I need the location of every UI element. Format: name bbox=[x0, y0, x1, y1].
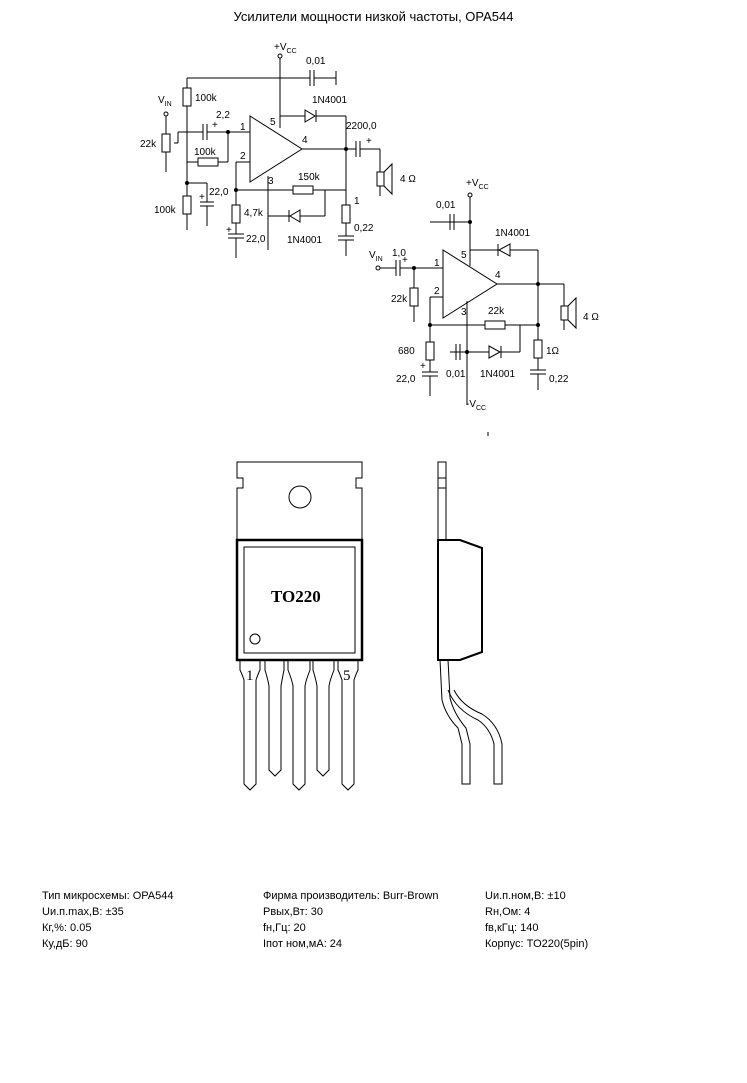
c2-speaker-label: 4 Ω bbox=[583, 312, 599, 323]
c1-pin-1: 1 bbox=[240, 122, 246, 133]
package-pins bbox=[239, 660, 359, 791]
page-title: Усилители мощности низкой частоты, OPA54… bbox=[233, 9, 514, 24]
svg-text:+: + bbox=[420, 361, 426, 372]
c1-r-top-label: 100k bbox=[195, 93, 218, 104]
c1-r-bias-label: 100k bbox=[194, 147, 217, 158]
c1-vcc-label: +VCC bbox=[274, 42, 297, 55]
spec-type: Тип микросхемы: OPA544 bbox=[42, 890, 174, 902]
spec-gain: Ку,дБ: 90 bbox=[42, 938, 88, 950]
svg-text:+: + bbox=[212, 120, 218, 131]
spec-iq: Iпот ном,мА: 24 bbox=[263, 938, 343, 950]
specs-column-3: Uи.п.ном,В: ±10 Rн,Ом: 4 fв,кГц: 140 Кор… bbox=[485, 888, 588, 952]
package-name: TO220 bbox=[271, 587, 321, 606]
c2-vee-label: -VCC bbox=[466, 399, 486, 412]
spec-thd: Кг,%: 0.05 bbox=[42, 922, 92, 934]
c1-pin-5: 5 bbox=[270, 117, 276, 128]
specs-column-2: Фирма производитель: Burr-Brown Pвых,Вт:… bbox=[263, 888, 438, 952]
c1-diode-bottom-label: 1N4001 bbox=[287, 235, 322, 246]
specs-column-1: Тип микросхемы: OPA544 Uи.п.max,В: ±35 К… bbox=[42, 888, 174, 952]
c1-cap-gnd-label: 22,0 bbox=[246, 234, 266, 245]
spec-manufacturer: Фирма производитель: Burr-Brown bbox=[263, 890, 439, 902]
c2-vcc-label: +VCC bbox=[466, 178, 489, 191]
c2-r-gnd-label: 680 bbox=[398, 346, 415, 357]
c2-cap-in-label: 1,0 bbox=[392, 248, 406, 259]
c1-pot-label: 22k bbox=[140, 139, 157, 150]
c2-diode-bottom-label: 1N4001 bbox=[480, 369, 515, 380]
c2-vin-label: VIN bbox=[369, 250, 383, 263]
c1-vin-label: VIN bbox=[158, 95, 172, 108]
svg-text:+: + bbox=[366, 136, 372, 147]
package-pin-last: 5 bbox=[343, 668, 351, 684]
c1-pin-2: 2 bbox=[240, 151, 246, 162]
c1-pin-3: 3 bbox=[268, 176, 274, 187]
circuit-2 bbox=[375, 192, 577, 405]
c1-cap-bias-label: 22,0 bbox=[209, 187, 229, 198]
c1-r-fb-label: 150k bbox=[298, 172, 321, 183]
c2-cap-top-label: 0,01 bbox=[436, 200, 456, 211]
package-side-view bbox=[437, 461, 503, 785]
package-front-view bbox=[235, 461, 364, 662]
c2-r-in-label: 22k bbox=[391, 294, 408, 305]
spec-vnom: Uи.п.ном,В: ±10 bbox=[485, 890, 566, 902]
c1-speaker-label: 4 Ω bbox=[400, 174, 416, 185]
c2-pin-4: 4 bbox=[495, 270, 501, 281]
c2-cap-gnd-label: 22,0 bbox=[396, 374, 416, 385]
c2-diode-top-label: 1N4001 bbox=[495, 228, 530, 239]
c2-r-fb-label: 22k bbox=[488, 306, 505, 317]
c1-diode-top-label: 1N4001 bbox=[312, 95, 347, 106]
c2-cap-bot-label: 0,01 bbox=[446, 369, 466, 380]
c2-pin-2: 2 bbox=[434, 286, 440, 297]
spec-fhigh: fв,кГц: 140 bbox=[485, 922, 539, 934]
c1-cap-zobel-label: 0,22 bbox=[354, 223, 374, 234]
spec-vmax: Uи.п.max,В: ±35 bbox=[42, 906, 124, 918]
c1-cap-in-label: 2,2 bbox=[216, 110, 230, 121]
c2-r-out-label: 1Ω bbox=[546, 346, 560, 357]
spec-package: Корпус: TO220(5pin) bbox=[485, 938, 589, 950]
c1-r-bottom-label: 100k bbox=[154, 205, 177, 216]
circuit-1 bbox=[161, 53, 393, 258]
c1-pin-4: 4 bbox=[302, 135, 308, 146]
c1-r-out-label: 1 bbox=[354, 196, 360, 207]
spec-pout: Pвых,Вт: 30 bbox=[263, 906, 324, 918]
svg-text:+: + bbox=[199, 192, 205, 203]
c2-pin-1: 1 bbox=[434, 258, 440, 269]
c1-r-47k-label: 4,7k bbox=[244, 208, 264, 219]
spec-flow: fн,Гц: 20 bbox=[263, 922, 306, 934]
c2-pin-5: 5 bbox=[461, 250, 467, 261]
c2-cap-zobel-label: 0,22 bbox=[549, 374, 569, 385]
c2-pin-3: 3 bbox=[461, 307, 467, 318]
c1-cap-top-label: 0,01 bbox=[306, 56, 326, 67]
package-pin-first: 1 bbox=[246, 668, 254, 684]
c1-cap-out-label: 2200,0 bbox=[346, 121, 377, 132]
spec-rload: Rн,Ом: 4 bbox=[485, 906, 531, 918]
svg-text:+: + bbox=[402, 255, 408, 266]
svg-text:+: + bbox=[226, 225, 232, 236]
